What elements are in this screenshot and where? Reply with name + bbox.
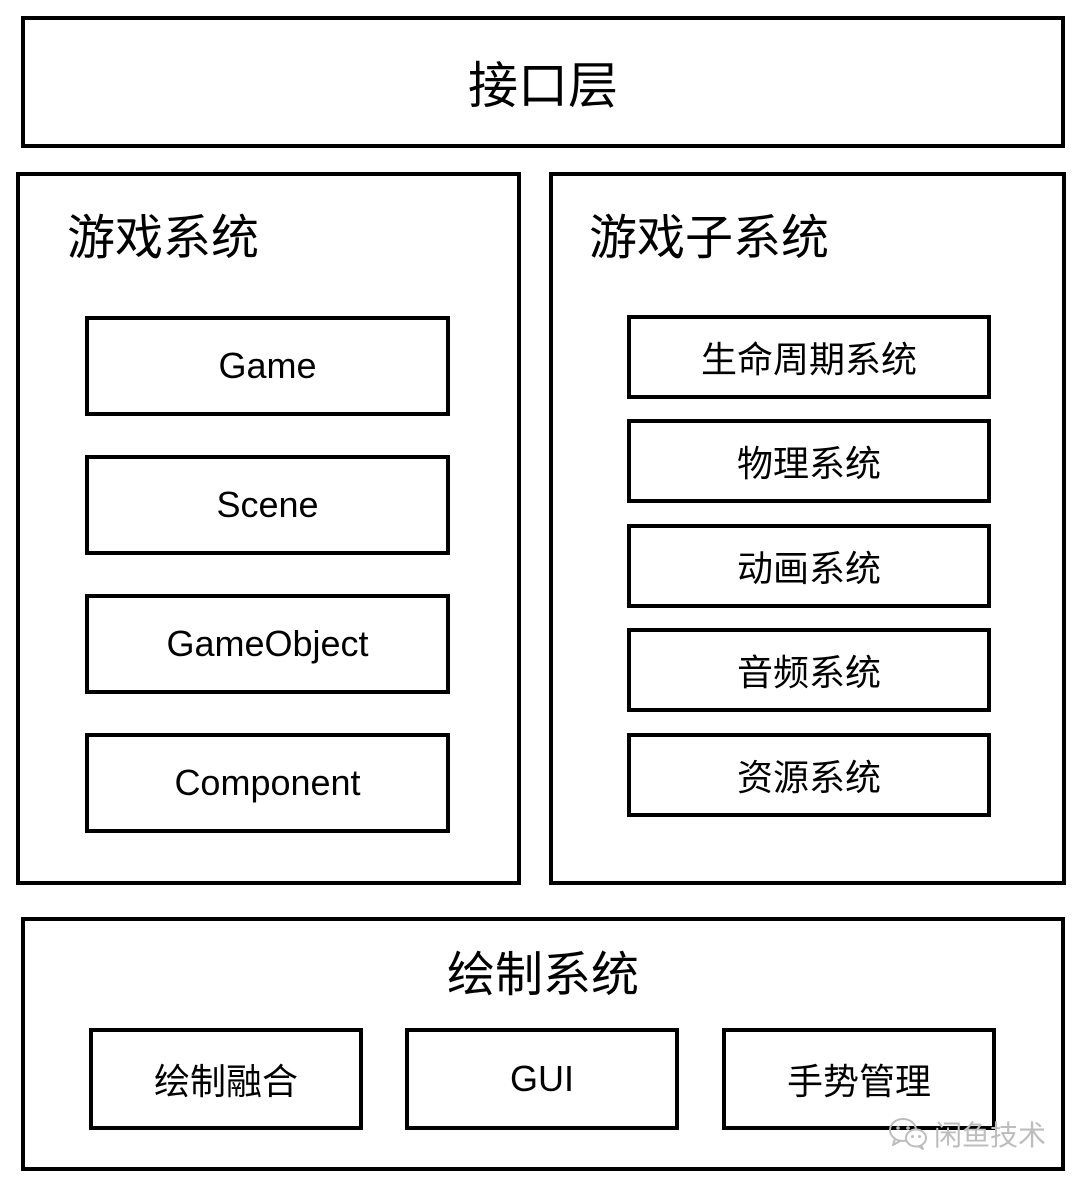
subsystem-item-label: 音频系统 (736, 653, 881, 694)
subsystem-item-label: 动画系统 (736, 549, 881, 590)
game-system-item-label: GameObject (166, 623, 369, 664)
game-system-item-label: Game (218, 345, 317, 386)
render-item-label: 绘制融合 (153, 1062, 298, 1103)
game-system-item-label: Component (174, 762, 361, 803)
render-system-title: 绘制系统 (446, 947, 639, 1003)
game-subsystem-title: 游戏子系统 (589, 210, 830, 266)
subsystem-item-label: 生命周期系统 (700, 340, 917, 381)
game-system-item-label: Scene (216, 484, 319, 525)
render-item-label: GUI (509, 1058, 574, 1099)
watermark-text: 闲鱼技术 (934, 1119, 1047, 1152)
game-system-item-game: Game (85, 316, 450, 416)
game-subsystem-panel: 游戏子系统 生命周期系统 物理系统 动画系统 音频系统 资源系统 (549, 172, 1066, 885)
render-item-label: 手势管理 (786, 1062, 931, 1103)
wechat-icon (888, 1117, 928, 1151)
interface-layer-title: 接口层 (468, 57, 618, 115)
game-system-title: 游戏系统 (67, 210, 260, 266)
game-system-item-gameobject: GameObject (85, 594, 450, 694)
subsystem-item-physics: 物理系统 (627, 419, 991, 503)
subsystem-item-audio: 音频系统 (627, 628, 991, 712)
game-system-item-component: Component (85, 733, 450, 833)
game-system-item-scene: Scene (85, 455, 450, 555)
subsystem-item-label: 物理系统 (736, 444, 881, 485)
subsystem-item-lifecycle: 生命周期系统 (627, 315, 991, 399)
interface-layer-box: 接口层 (21, 16, 1065, 148)
render-item-gui: GUI (405, 1028, 679, 1130)
watermark: 闲鱼技术 (888, 1114, 1046, 1154)
subsystem-item-resource: 资源系统 (627, 733, 991, 817)
render-system-panel: 绘制系统 绘制融合 GUI 手势管理 (21, 917, 1065, 1171)
subsystem-item-animation: 动画系统 (627, 524, 991, 608)
game-system-panel: 游戏系统 Game Scene GameObject Component (16, 172, 521, 885)
render-item-gesture: 手势管理 (722, 1028, 996, 1130)
render-item-blend: 绘制融合 (89, 1028, 363, 1130)
subsystem-item-label: 资源系统 (736, 758, 881, 799)
